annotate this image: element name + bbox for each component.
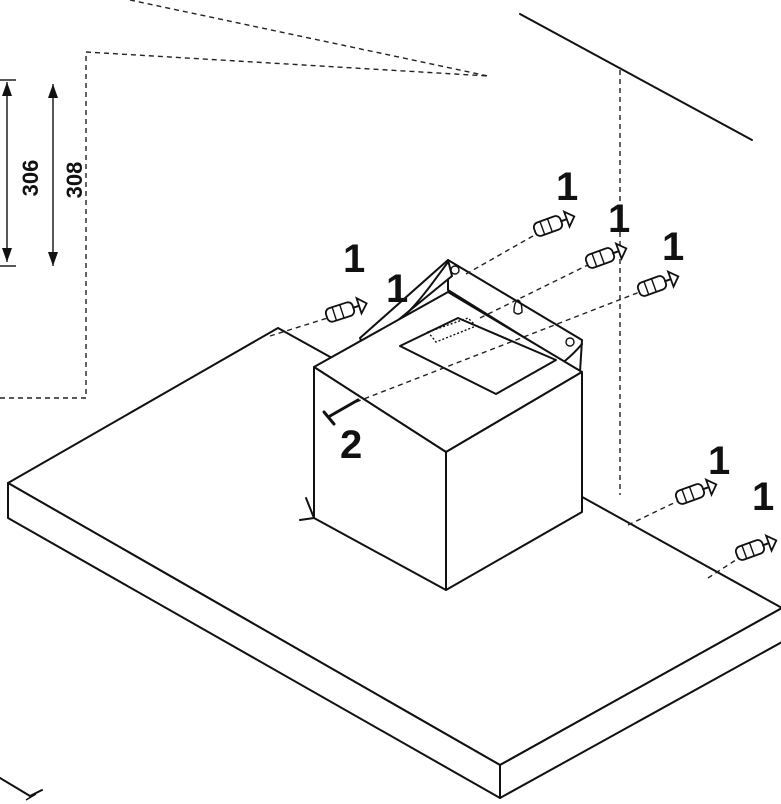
callout-plug-1a: 1 bbox=[343, 237, 365, 281]
wall-plug bbox=[584, 241, 628, 269]
wall-plug bbox=[636, 269, 680, 297]
dimension-308: 308 bbox=[48, 84, 87, 266]
callouts: 1 1 1 1 1 1 1 2 bbox=[340, 165, 774, 519]
callout-plug-1b: 1 bbox=[386, 267, 408, 311]
dimension-label-306: 306 bbox=[18, 160, 43, 197]
screw bbox=[322, 398, 360, 426]
wall-plug bbox=[532, 209, 576, 237]
dimension-306: 306 bbox=[0, 79, 43, 267]
alignment-lines bbox=[269, 231, 743, 579]
corner-fragment bbox=[0, 777, 43, 801]
wall-plug bbox=[674, 477, 718, 505]
callout-plug-1c: 1 bbox=[556, 165, 578, 209]
wall-plug bbox=[734, 533, 778, 561]
callout-plug-1f: 1 bbox=[708, 439, 730, 483]
dimension-label-308: 308 bbox=[62, 162, 87, 199]
callout-plug-1d: 1 bbox=[608, 197, 630, 241]
wall-reference-lines bbox=[0, 0, 753, 495]
callout-plug-1g: 1 bbox=[752, 475, 774, 519]
wall-plug bbox=[324, 296, 368, 323]
callout-screw-2: 2 bbox=[340, 423, 362, 467]
chimney bbox=[299, 259, 583, 591]
callout-plug-1e: 1 bbox=[662, 225, 684, 269]
